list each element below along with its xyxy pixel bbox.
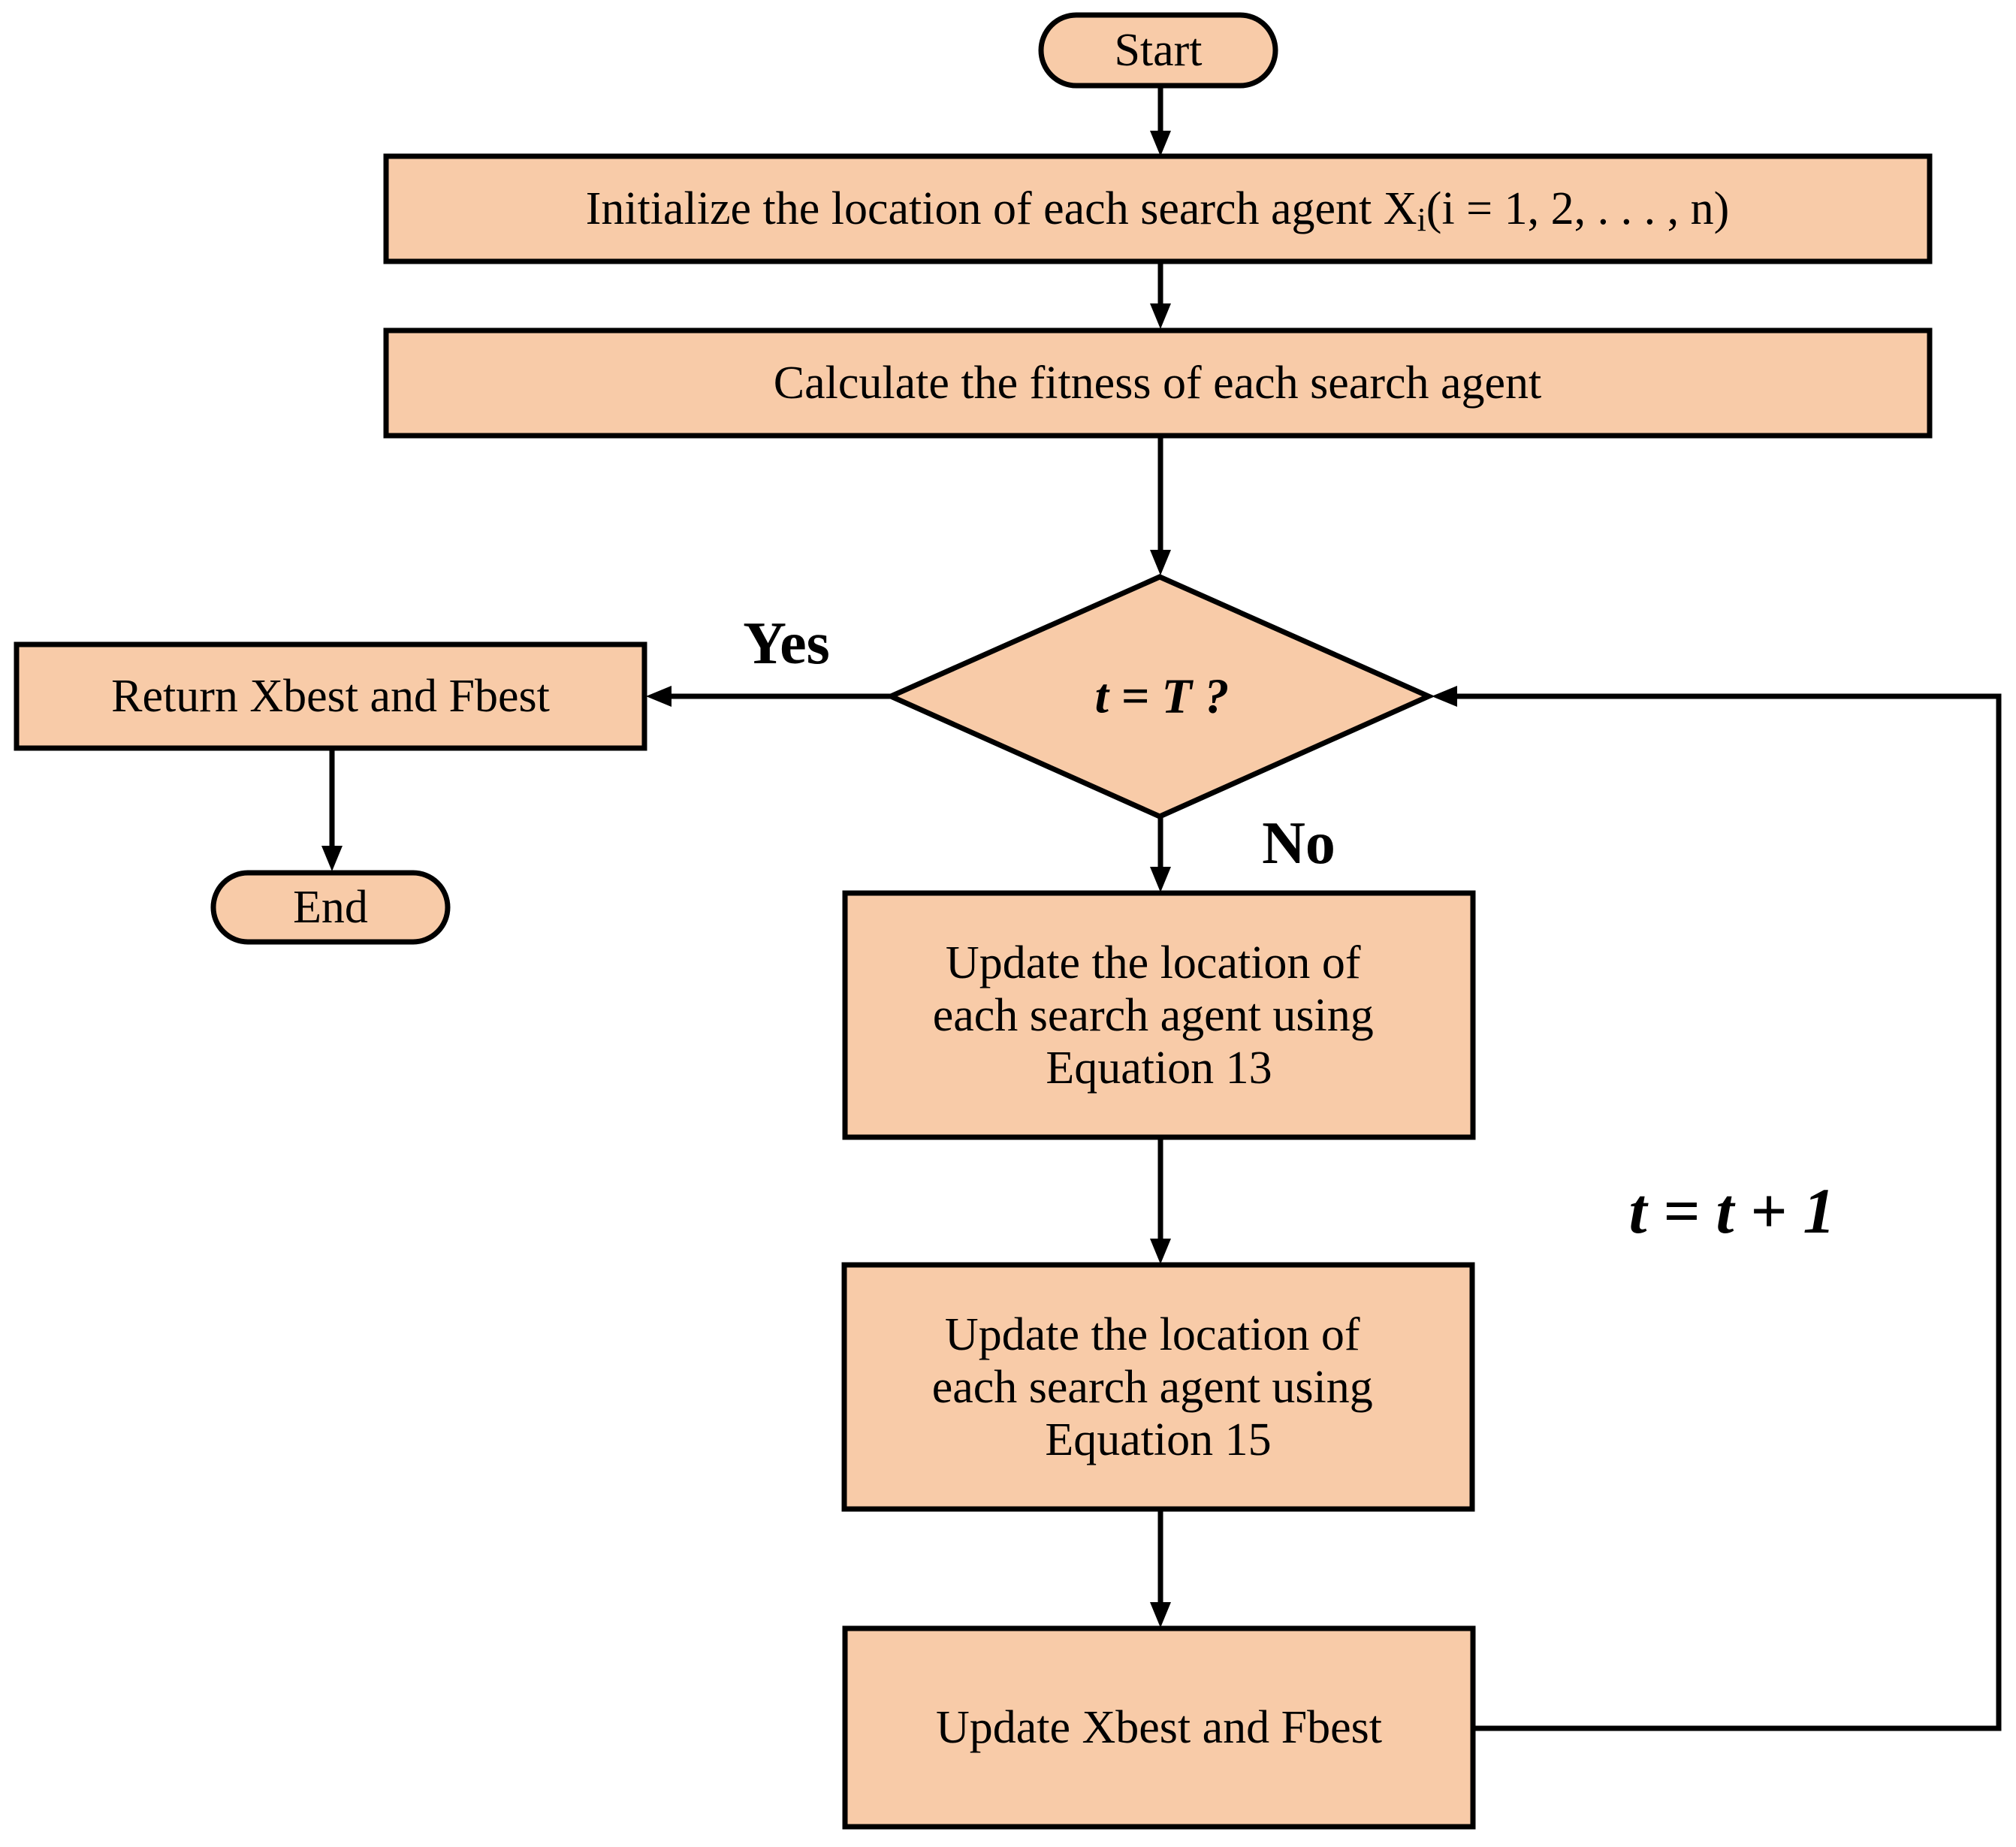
return-box xyxy=(14,641,647,751)
update-eq13-process: Update the location of each search agent… xyxy=(842,890,1476,1140)
arrowhead xyxy=(321,846,343,871)
start-shape xyxy=(1038,12,1278,89)
return-process: Return Xbest and Fbest xyxy=(14,641,647,751)
initialize-range: (i = 1, 2, . . . , n) xyxy=(1426,183,1729,234)
no-label: No xyxy=(1262,810,1335,877)
update-eq13-label: Update the location of each search agent… xyxy=(933,937,1386,1094)
update-eq13-line3: Equation 13 xyxy=(1046,1043,1272,1094)
update-eq15-label: Update the location of each search agent… xyxy=(932,1309,1385,1465)
update-eq15-line1: Update the location of xyxy=(945,1309,1360,1360)
update-eq13-line2: each search agent using xyxy=(933,990,1374,1041)
loop-back-arrow xyxy=(1453,693,2002,1731)
initialize-label: Initialize the location of each search a… xyxy=(586,183,1730,238)
update-eq13-line1: Update the location of xyxy=(946,937,1361,988)
decision-label: t = T ? xyxy=(1095,669,1230,724)
termination-decision: t = T ? xyxy=(884,574,1435,819)
update-eq15-box xyxy=(841,1262,1475,1512)
arrowhead xyxy=(646,686,671,707)
increment-label: t = t + 1 xyxy=(1629,1175,1836,1247)
initialize-process: Initialize the location of each search a… xyxy=(383,153,1933,264)
start-label: Start xyxy=(1114,25,1202,76)
end-label: End xyxy=(293,882,368,933)
update-eq13-box xyxy=(842,890,1476,1140)
fitness-box xyxy=(383,327,1933,439)
arrowhead xyxy=(1432,686,1457,707)
arrowhead xyxy=(1150,1602,1171,1628)
fitness-process: Calculate the fitness of each search age… xyxy=(383,327,1933,439)
arrowhead xyxy=(1150,550,1171,575)
arrowhead xyxy=(1150,1239,1171,1264)
return-label: Return Xbest and Fbest xyxy=(111,671,550,722)
update-best-process: Update Xbest and Fbest xyxy=(842,1625,1476,1830)
initialize-box xyxy=(383,153,1933,264)
start-terminal: Start xyxy=(1038,12,1278,89)
initialize-subscript: i xyxy=(1417,201,1426,238)
yes-label: Yes xyxy=(743,611,830,677)
end-terminal: End xyxy=(210,870,451,945)
update-eq15-line3: Equation 15 xyxy=(1045,1414,1271,1465)
arrowhead xyxy=(1150,303,1171,329)
connectors xyxy=(321,87,2002,1731)
update-best-box xyxy=(842,1625,1476,1830)
arrowhead xyxy=(1150,867,1171,892)
update-eq15-process: Update the location of each search agent… xyxy=(841,1262,1475,1512)
arrowhead xyxy=(1150,131,1171,156)
fitness-label: Calculate the fitness of each search age… xyxy=(774,358,1542,409)
end-shape xyxy=(210,870,451,945)
update-best-label: Update Xbest and Fbest xyxy=(936,1702,1382,1753)
decision-diamond xyxy=(884,574,1435,819)
update-eq15-line2: each search agent using xyxy=(932,1362,1373,1413)
initialize-text: Initialize the location of each search a… xyxy=(586,183,1417,234)
